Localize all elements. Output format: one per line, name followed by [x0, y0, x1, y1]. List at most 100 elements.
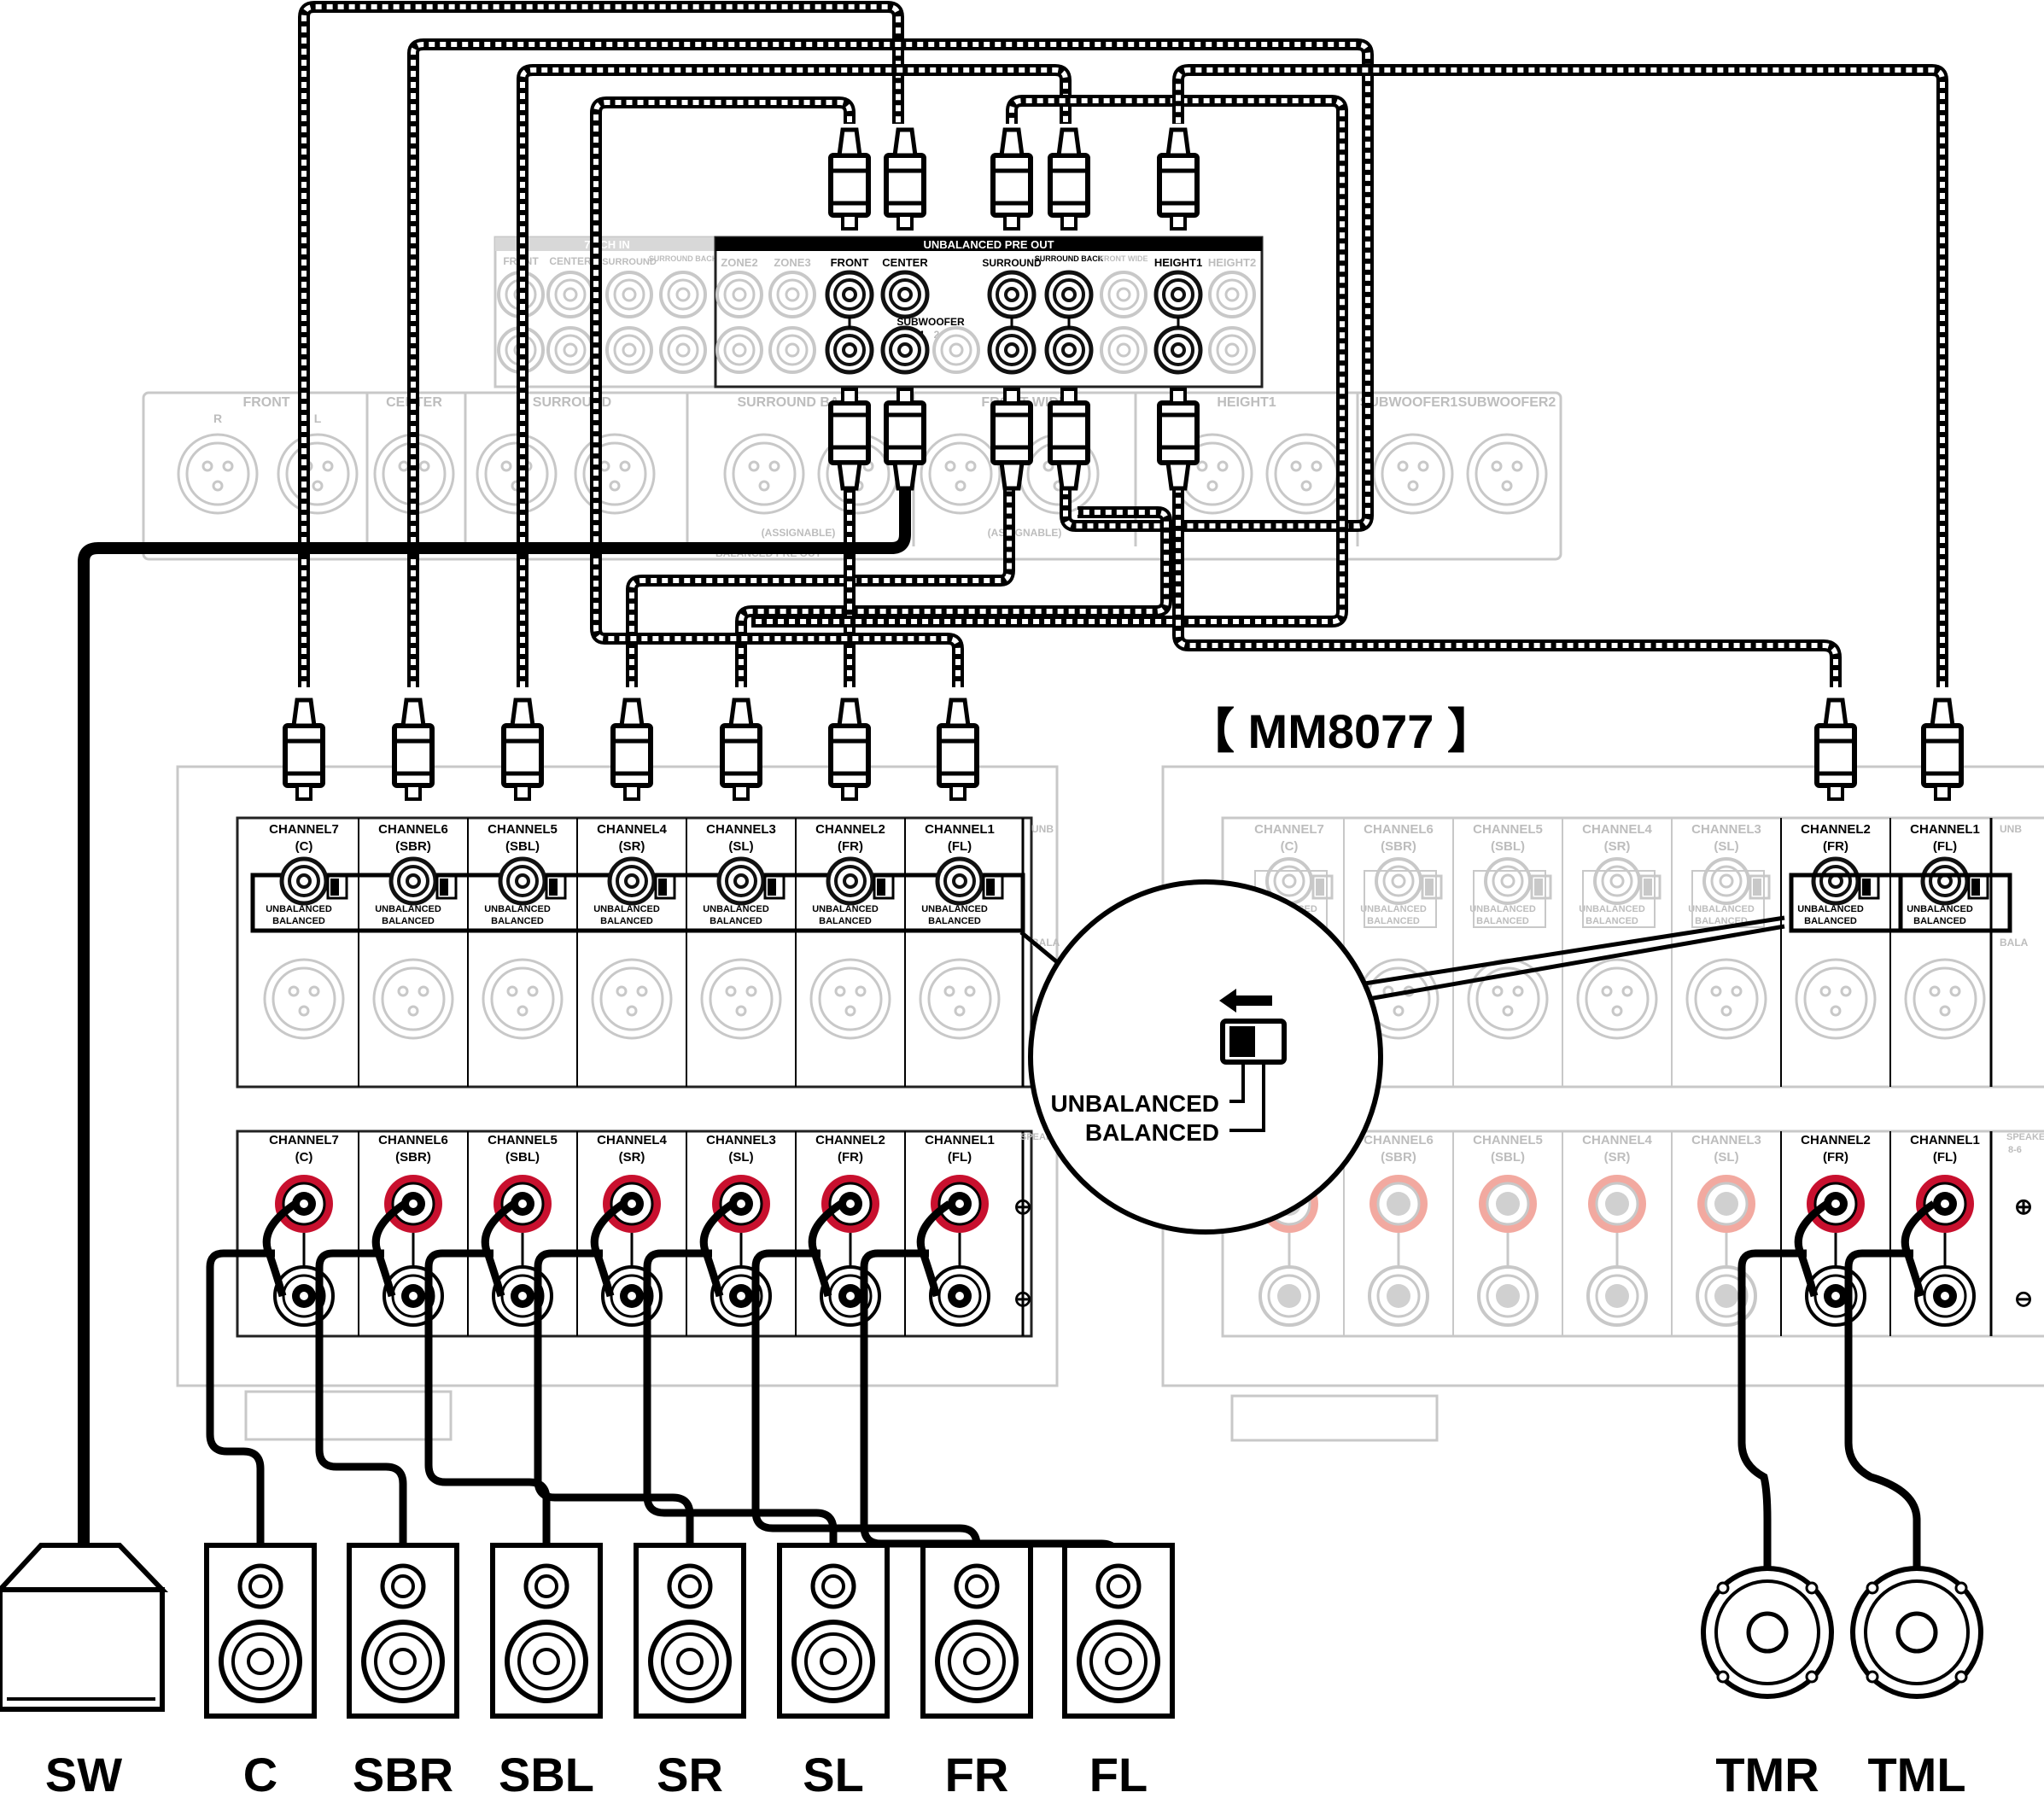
right-channel-label-sbr: CHANNEL6: [1364, 822, 1434, 837]
ch71-sb-label: SURROUND BACK: [649, 254, 718, 263]
left-rca-input-fr: [828, 859, 873, 903]
left-spk-channel-sub-fr: (FR): [838, 1150, 863, 1165]
r-label: R: [213, 412, 222, 425]
speaker-tmr: [1703, 1568, 1831, 1696]
speaker-sl: [780, 1545, 887, 1716]
left-rca-input-sl: [719, 859, 763, 903]
subwoofer: [0, 1543, 169, 1712]
left-spk-channel-label-sr: CHANNEL4: [597, 1133, 667, 1147]
amp-plug-7: [939, 700, 977, 799]
callout-balanced: BALANCED: [1085, 1119, 1219, 1146]
left-terminal-minus-sr: [601, 1265, 663, 1327]
right-switch-unbal-fr: UNBALANCED: [1797, 904, 1864, 914]
right-minus-symbol: ⊖: [2014, 1286, 2033, 1311]
rca-cable-core-3: [520, 67, 1068, 687]
left-spk-channel-label-fl: CHANNEL1: [925, 1133, 995, 1147]
left-terminal-minus-fr: [820, 1265, 881, 1327]
plus-symbol: ⊕: [1013, 1194, 1032, 1219]
preout-plug-top-2: [886, 130, 924, 229]
left-terminal-plus-sl: [710, 1173, 772, 1235]
left-spk-channel-label-fr: CHANNEL2: [815, 1133, 885, 1147]
assignable-label-2: (ASSIGNABLE): [988, 527, 1062, 539]
left-spk-channel-sub-sr: (SR): [619, 1150, 645, 1165]
left-rca-input-sbr: [391, 859, 435, 903]
preout-height1-label: HEIGHT1: [1154, 256, 1202, 269]
right-spk-channel-sub-sr: (SR): [1604, 1150, 1631, 1165]
right-channel-sub-fr: (FR): [1823, 839, 1848, 854]
preout-plug-top-5: [1159, 130, 1197, 229]
right-spk-channel-label-fr: CHANNEL2: [1801, 1133, 1871, 1147]
rca-cable-core-10: [1176, 67, 1945, 687]
rca-cable-core-4: [629, 480, 1012, 687]
right-spk-channel-label-fl: CHANNEL1: [1910, 1133, 1980, 1147]
left-channel-label-sbr: CHANNEL6: [378, 822, 448, 837]
right-rca-input-fl: [1923, 859, 1967, 903]
speaker-wire-1: [206, 1200, 298, 1545]
speaker-label-c: C: [243, 1748, 277, 1801]
right-switch-bal-sbl: BALANCED: [1476, 916, 1529, 926]
amp-plug-5: [722, 700, 760, 799]
rca-cable-10: [1172, 64, 1948, 687]
right-channel-sub-c: (C): [1281, 839, 1299, 854]
speaker-label-tmr: TMR: [1715, 1748, 1819, 1801]
amp-plug-1: [285, 700, 323, 799]
right-switch-unbal-sbr: UNBALANCED: [1360, 904, 1427, 914]
speaker-label-fr: FR: [945, 1748, 1009, 1801]
right-terminal-minus-sbr: [1368, 1265, 1429, 1327]
left-terminal-plus-fl: [929, 1173, 990, 1235]
left-spk-channel-sub-fl: (FL): [948, 1150, 972, 1165]
right-switch-unbal-fl: UNBALANCED: [1907, 904, 1973, 914]
right-terminal-plus-fr: [1805, 1173, 1866, 1235]
rca-cable-1: [298, 1, 904, 687]
rca-cable-core-9: [1176, 480, 1838, 687]
top-speaker-wire-2: [1844, 1200, 1936, 1571]
right-channel-sub-sr: (SR): [1604, 839, 1631, 854]
right-switch-unbal-sl: UNBALANCED: [1688, 904, 1755, 914]
left-terminal-minus-sbl: [492, 1265, 553, 1327]
speaker-wire-2: [315, 1200, 407, 1545]
preout-surround-label: SURROUND: [982, 257, 1042, 269]
unbal-in-label: UNB: [1031, 823, 1054, 835]
right-terminal-minus-sbl: [1477, 1265, 1539, 1327]
right-channel-label-sbl: CHANNEL5: [1473, 822, 1543, 837]
left-switch-bal-sbl: BALANCED: [491, 916, 544, 926]
left-rca-input-fl: [937, 859, 982, 903]
left-rca-input-c: [282, 859, 326, 903]
right-switch-bal-sbr: BALANCED: [1367, 916, 1420, 926]
right-terminal-minus-c: [1259, 1265, 1320, 1327]
right-channel-label-sl: CHANNEL3: [1691, 822, 1761, 837]
left-terminal-minus-sbr: [383, 1265, 444, 1327]
left-switch-unbal-fr: UNBALANCED: [812, 904, 879, 914]
speaker-sbl: [493, 1545, 600, 1716]
preout-fw-label: FRONT WIDE: [1100, 254, 1148, 263]
right-channel-sub-fl: (FL): [1933, 839, 1957, 854]
xlr-label-subwoofer1: SUBWOOFER1: [1360, 395, 1458, 410]
left-switch-unbal-sbl: UNBALANCED: [484, 904, 551, 914]
speaker-sr: [636, 1545, 744, 1716]
right-spk-channel-sub-sbl: (SBL): [1491, 1150, 1525, 1165]
left-channel-sub-sr: (SR): [619, 839, 645, 854]
speaker-fl: [1065, 1545, 1172, 1716]
receiver-rear-panel: FRONT CENTER SURROUND SURROUND BACK FRON…: [142, 236, 1562, 561]
right-channel-label-fr: CHANNEL2: [1801, 822, 1871, 837]
preout-plug-top-4: [1050, 130, 1088, 229]
speaker-label-fl: FL: [1089, 1748, 1148, 1801]
speaker-label-sw: SW: [45, 1748, 122, 1801]
left-channel-sub-sbl: (SBL): [505, 839, 540, 854]
amp-left-foot: [244, 1390, 453, 1441]
right-switch-bal-fl: BALANCED: [1913, 916, 1966, 926]
right-switch-bal-sr: BALANCED: [1586, 916, 1638, 926]
amp-plug-4: [613, 700, 651, 799]
amp-right-foot: [1230, 1394, 1439, 1442]
switch-callout: UNBALANCED BALANCED: [1019, 879, 1785, 1235]
left-spk-channel-sub-sl: (SL): [728, 1150, 753, 1165]
left-channel-sub-sbr: (SBR): [395, 839, 431, 854]
speaker-fr: [923, 1545, 1031, 1716]
left-terminal-plus-sbl: [492, 1173, 553, 1235]
l-label: L: [314, 412, 322, 425]
speaker-wire-5: [643, 1200, 838, 1545]
right-speakers-range: 8-6: [2008, 1145, 2022, 1155]
right-switch-bal-fr: BALANCED: [1804, 916, 1857, 926]
preout-plug-top-3: [993, 130, 1031, 229]
